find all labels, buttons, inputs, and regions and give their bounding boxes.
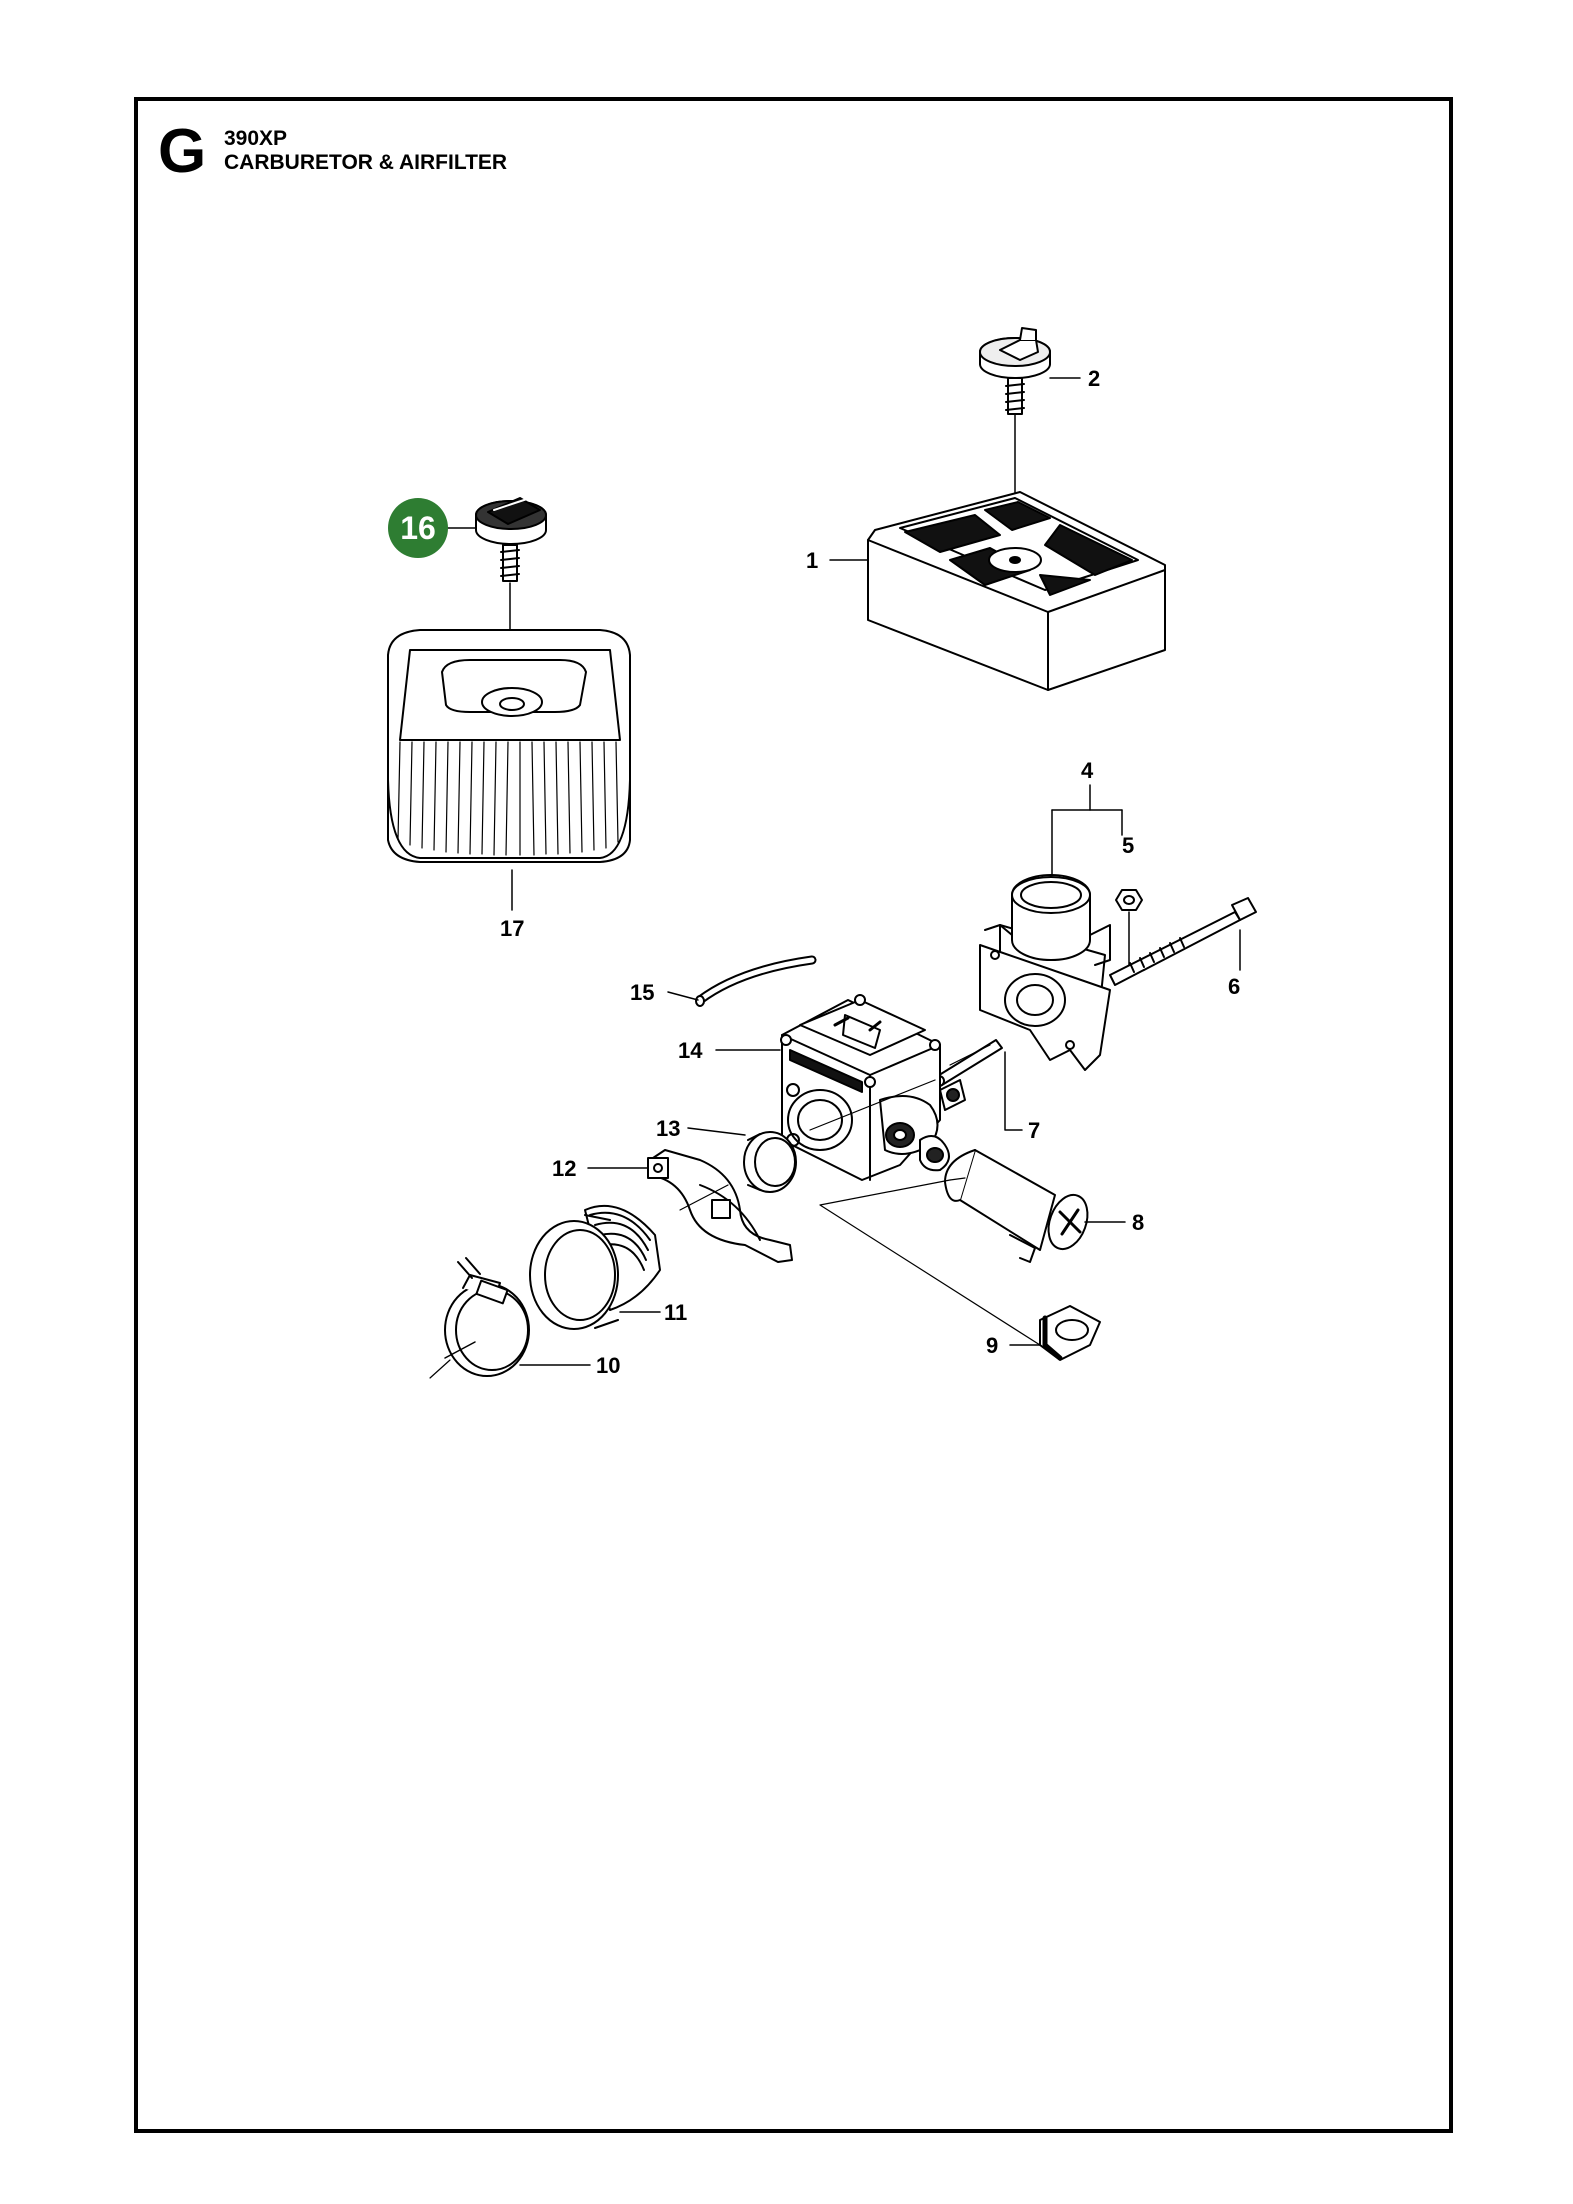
section-letter: G <box>158 117 207 186</box>
part-label-4: 4 <box>1081 758 1094 783</box>
part-label-9: 9 <box>986 1333 998 1358</box>
part-15-fuel-hose <box>695 955 817 1007</box>
highlight-badge <box>388 498 448 558</box>
part-6-bolt <box>1109 897 1257 986</box>
part-label-17: 17 <box>500 916 524 941</box>
highlight-number: 16 <box>400 510 436 546</box>
part-label-5: 5 <box>1122 833 1134 858</box>
part-label-10: 10 <box>596 1353 620 1378</box>
part-10-hose-clamp <box>444 1257 530 1377</box>
part-5-nut <box>1115 889 1143 966</box>
part-14-carburetor <box>780 994 966 1181</box>
part-label-8: 8 <box>1132 1210 1144 1235</box>
part-9-fitting <box>1039 1305 1101 1361</box>
part-label-14: 14 <box>678 1038 703 1063</box>
part-label-11: 11 <box>664 1300 687 1325</box>
part-label-1: 1 <box>806 548 818 573</box>
part-12-flange <box>647 1149 793 1263</box>
part-label-6: 6 <box>1228 974 1240 999</box>
part-1-filter-cover <box>867 491 1166 691</box>
part-8-choke-cylinder <box>944 1149 1089 1263</box>
part-label-15: 15 <box>630 980 654 1005</box>
page-title: CARBURETOR & AIRFILTER <box>224 151 508 174</box>
part-11-intake-boot <box>529 1204 661 1330</box>
part-13-gasket-ring <box>743 1131 797 1193</box>
model-name: 390XP <box>224 127 288 150</box>
assembly-guide-lines <box>429 1044 1041 1379</box>
part-7-pin <box>933 1039 1003 1087</box>
part-label-7: 7 <box>1028 1118 1040 1143</box>
part-2-cover-knob <box>979 327 1051 561</box>
part-4-intake-adapter <box>979 873 1111 1071</box>
part-label-2: 2 <box>1088 366 1100 391</box>
part-label-12: 12 <box>552 1156 576 1181</box>
page-border <box>134 97 1453 2133</box>
part-label-13: 13 <box>656 1116 680 1141</box>
part-17-air-filter <box>387 629 631 911</box>
